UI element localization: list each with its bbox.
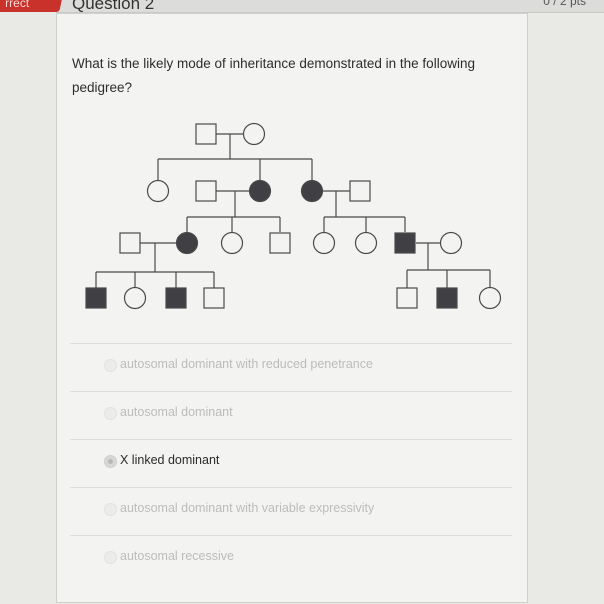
affected-female-symbol bbox=[248, 179, 272, 203]
unaffected-male-symbol bbox=[349, 180, 371, 202]
answer-label: X linked dominant bbox=[120, 453, 220, 467]
affected-male-symbol bbox=[85, 287, 107, 309]
points-label: 0 / 2 pts bbox=[543, 0, 586, 8]
affected-male-symbol bbox=[394, 232, 416, 254]
answer-option[interactable]: autosomal dominant with variable express… bbox=[62, 487, 512, 527]
answer-option[interactable]: autosomal recessive bbox=[62, 535, 512, 575]
answer-radio[interactable] bbox=[104, 407, 117, 420]
unaffected-female-symbol bbox=[220, 231, 244, 255]
answer-divider bbox=[70, 343, 512, 344]
unaffected-female-symbol bbox=[478, 286, 502, 310]
affected-male-symbol bbox=[165, 287, 187, 309]
question-header: Question 2 0 / 2 pts bbox=[56, 0, 604, 13]
answer-divider bbox=[70, 487, 512, 488]
affected-male-symbol bbox=[436, 287, 458, 309]
answer-option[interactable]: autosomal dominant with reduced penetran… bbox=[62, 343, 512, 383]
answer-option[interactable]: X linked dominant bbox=[62, 439, 512, 479]
unaffected-female-symbol bbox=[354, 231, 378, 255]
affected-female-symbol bbox=[175, 231, 199, 255]
question-title: Question 2 bbox=[72, 0, 155, 13]
unaffected-male-symbol bbox=[119, 232, 141, 254]
question-text: What is the likely mode of inheritance d… bbox=[72, 56, 475, 95]
unaffected-male-symbol bbox=[396, 287, 418, 309]
unaffected-female-symbol bbox=[439, 231, 463, 255]
unaffected-female-symbol bbox=[123, 286, 147, 310]
answer-radio[interactable] bbox=[104, 359, 117, 372]
answer-radio[interactable] bbox=[104, 551, 117, 564]
unaffected-female-symbol bbox=[242, 122, 266, 146]
unaffected-male-symbol bbox=[269, 232, 291, 254]
answer-label: autosomal dominant with variable express… bbox=[120, 501, 375, 515]
answer-radio[interactable] bbox=[104, 455, 117, 468]
answer-divider bbox=[70, 439, 512, 440]
answer-radio[interactable] bbox=[104, 503, 117, 516]
affected-female-symbol bbox=[300, 179, 324, 203]
unaffected-male-symbol bbox=[203, 287, 225, 309]
unaffected-male-symbol bbox=[195, 180, 217, 202]
answer-label: autosomal dominant with reduced penetran… bbox=[120, 357, 373, 371]
unaffected-female-symbol bbox=[312, 231, 336, 255]
unaffected-male-symbol bbox=[195, 123, 217, 145]
unaffected-female-symbol bbox=[146, 179, 170, 203]
answer-divider bbox=[70, 535, 512, 536]
answer-label: autosomal recessive bbox=[120, 549, 234, 563]
answer-label: autosomal dominant bbox=[120, 405, 233, 419]
answer-option[interactable]: autosomal dominant bbox=[62, 391, 512, 431]
answer-divider bbox=[70, 391, 512, 392]
